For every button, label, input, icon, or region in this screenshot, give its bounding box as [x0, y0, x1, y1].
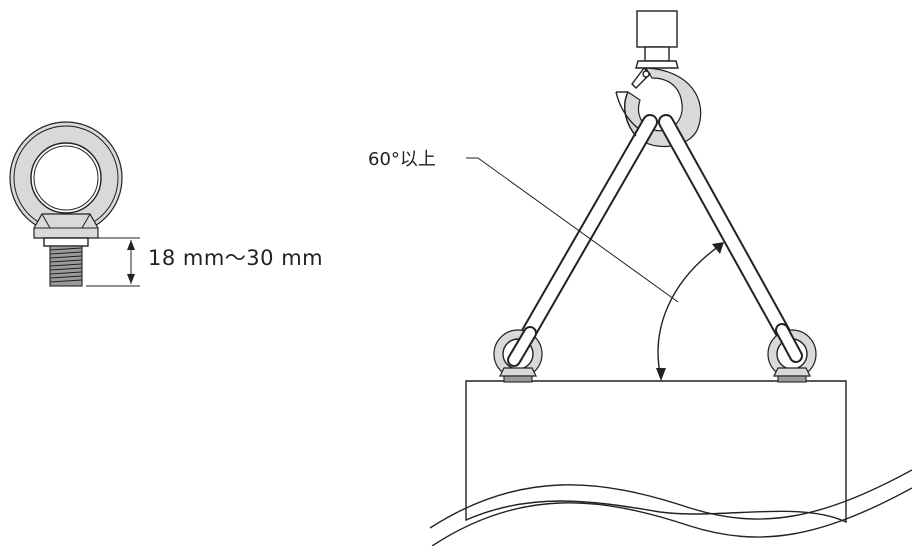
thread-dimension [86, 237, 140, 287]
arrowhead-icon [656, 368, 666, 381]
load-block [465, 380, 847, 524]
eyebolt-detail [9, 121, 140, 287]
sling-left [505, 114, 658, 368]
eyebolt-ring-icon [9, 121, 123, 235]
leader-line [466, 157, 679, 303]
angle-indicator [656, 242, 724, 381]
thread-length-label: 18 mm～30 mm [148, 246, 324, 270]
arrowhead-icon [127, 274, 135, 284]
ground-waves [429, 469, 912, 546]
sling-right [658, 114, 804, 364]
arrowhead-icon [712, 242, 724, 254]
angle-requirement-label: 60°以上 [368, 149, 436, 170]
eyebolt-thread-icon [49, 245, 83, 287]
arrowhead-icon [127, 240, 135, 250]
eyebolt-collar-icon [33, 213, 99, 247]
